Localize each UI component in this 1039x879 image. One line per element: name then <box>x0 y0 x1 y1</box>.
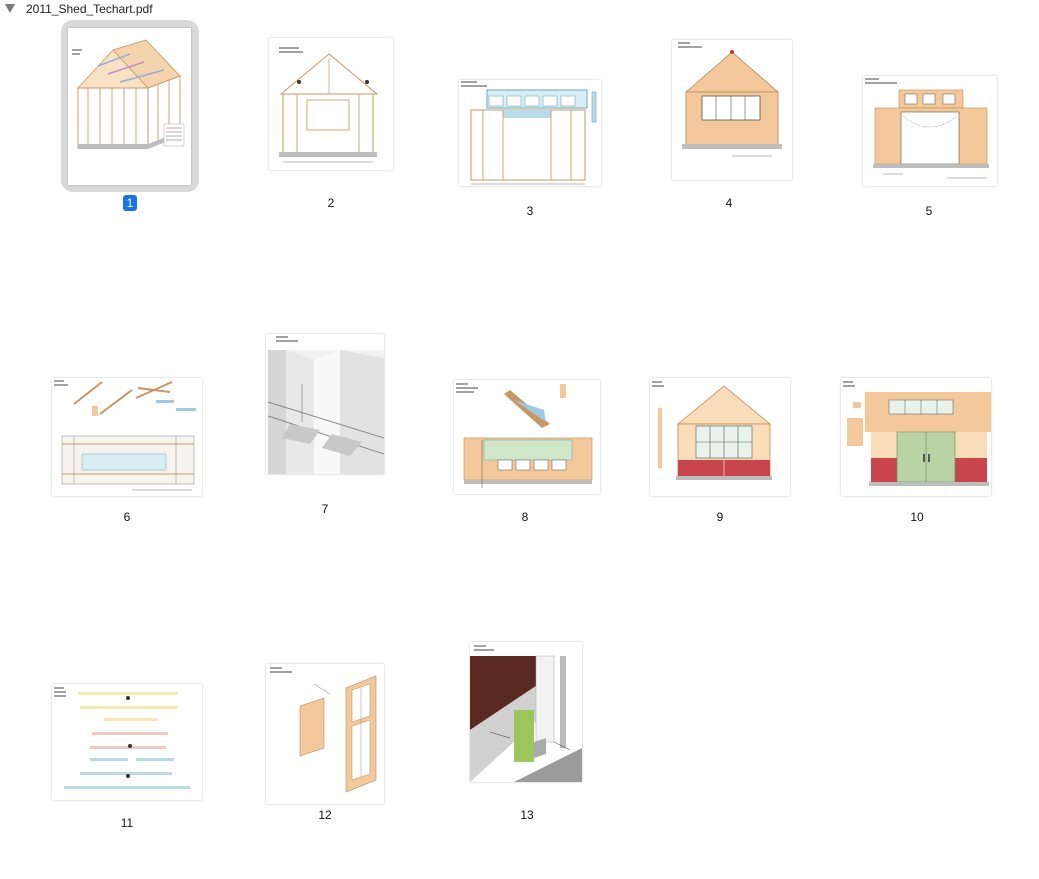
page-number[interactable]: 7 <box>321 502 329 516</box>
page-number[interactable]: 12 <box>318 808 332 822</box>
page-preview[interactable] <box>52 378 202 496</box>
page-number[interactable]: 9 <box>716 510 724 524</box>
page-preview[interactable] <box>52 684 202 800</box>
page-number[interactable]: 11 <box>120 816 134 830</box>
page-preview[interactable] <box>672 40 792 180</box>
page-preview[interactable] <box>863 76 997 186</box>
page-number[interactable]: 2 <box>327 196 335 210</box>
page-number[interactable]: 3 <box>526 204 534 218</box>
page-preview[interactable] <box>650 378 790 496</box>
document-filename[interactable]: 2011_Shed_Techart.pdf <box>26 2 153 16</box>
page-number[interactable]: 8 <box>521 510 529 524</box>
page-preview[interactable] <box>470 642 582 782</box>
page-preview[interactable] <box>266 334 384 474</box>
page-number[interactable]: 4 <box>725 196 733 210</box>
page-preview[interactable] <box>269 38 393 170</box>
document-header: 2011_Shed_Techart.pdf <box>0 0 1039 19</box>
disclosure-triangle-down-icon[interactable] <box>5 4 15 13</box>
page-number[interactable]: 10 <box>910 510 924 524</box>
page-number[interactable]: 6 <box>123 510 131 524</box>
page-preview[interactable] <box>841 378 991 496</box>
page-preview[interactable] <box>68 28 191 185</box>
page-preview[interactable] <box>266 664 384 804</box>
page-number[interactable]: 5 <box>925 204 933 218</box>
page-preview[interactable] <box>459 80 601 186</box>
page-number-badge[interactable]: 1 <box>123 195 137 211</box>
page-preview[interactable] <box>454 380 600 494</box>
page-number[interactable]: 13 <box>520 808 534 822</box>
